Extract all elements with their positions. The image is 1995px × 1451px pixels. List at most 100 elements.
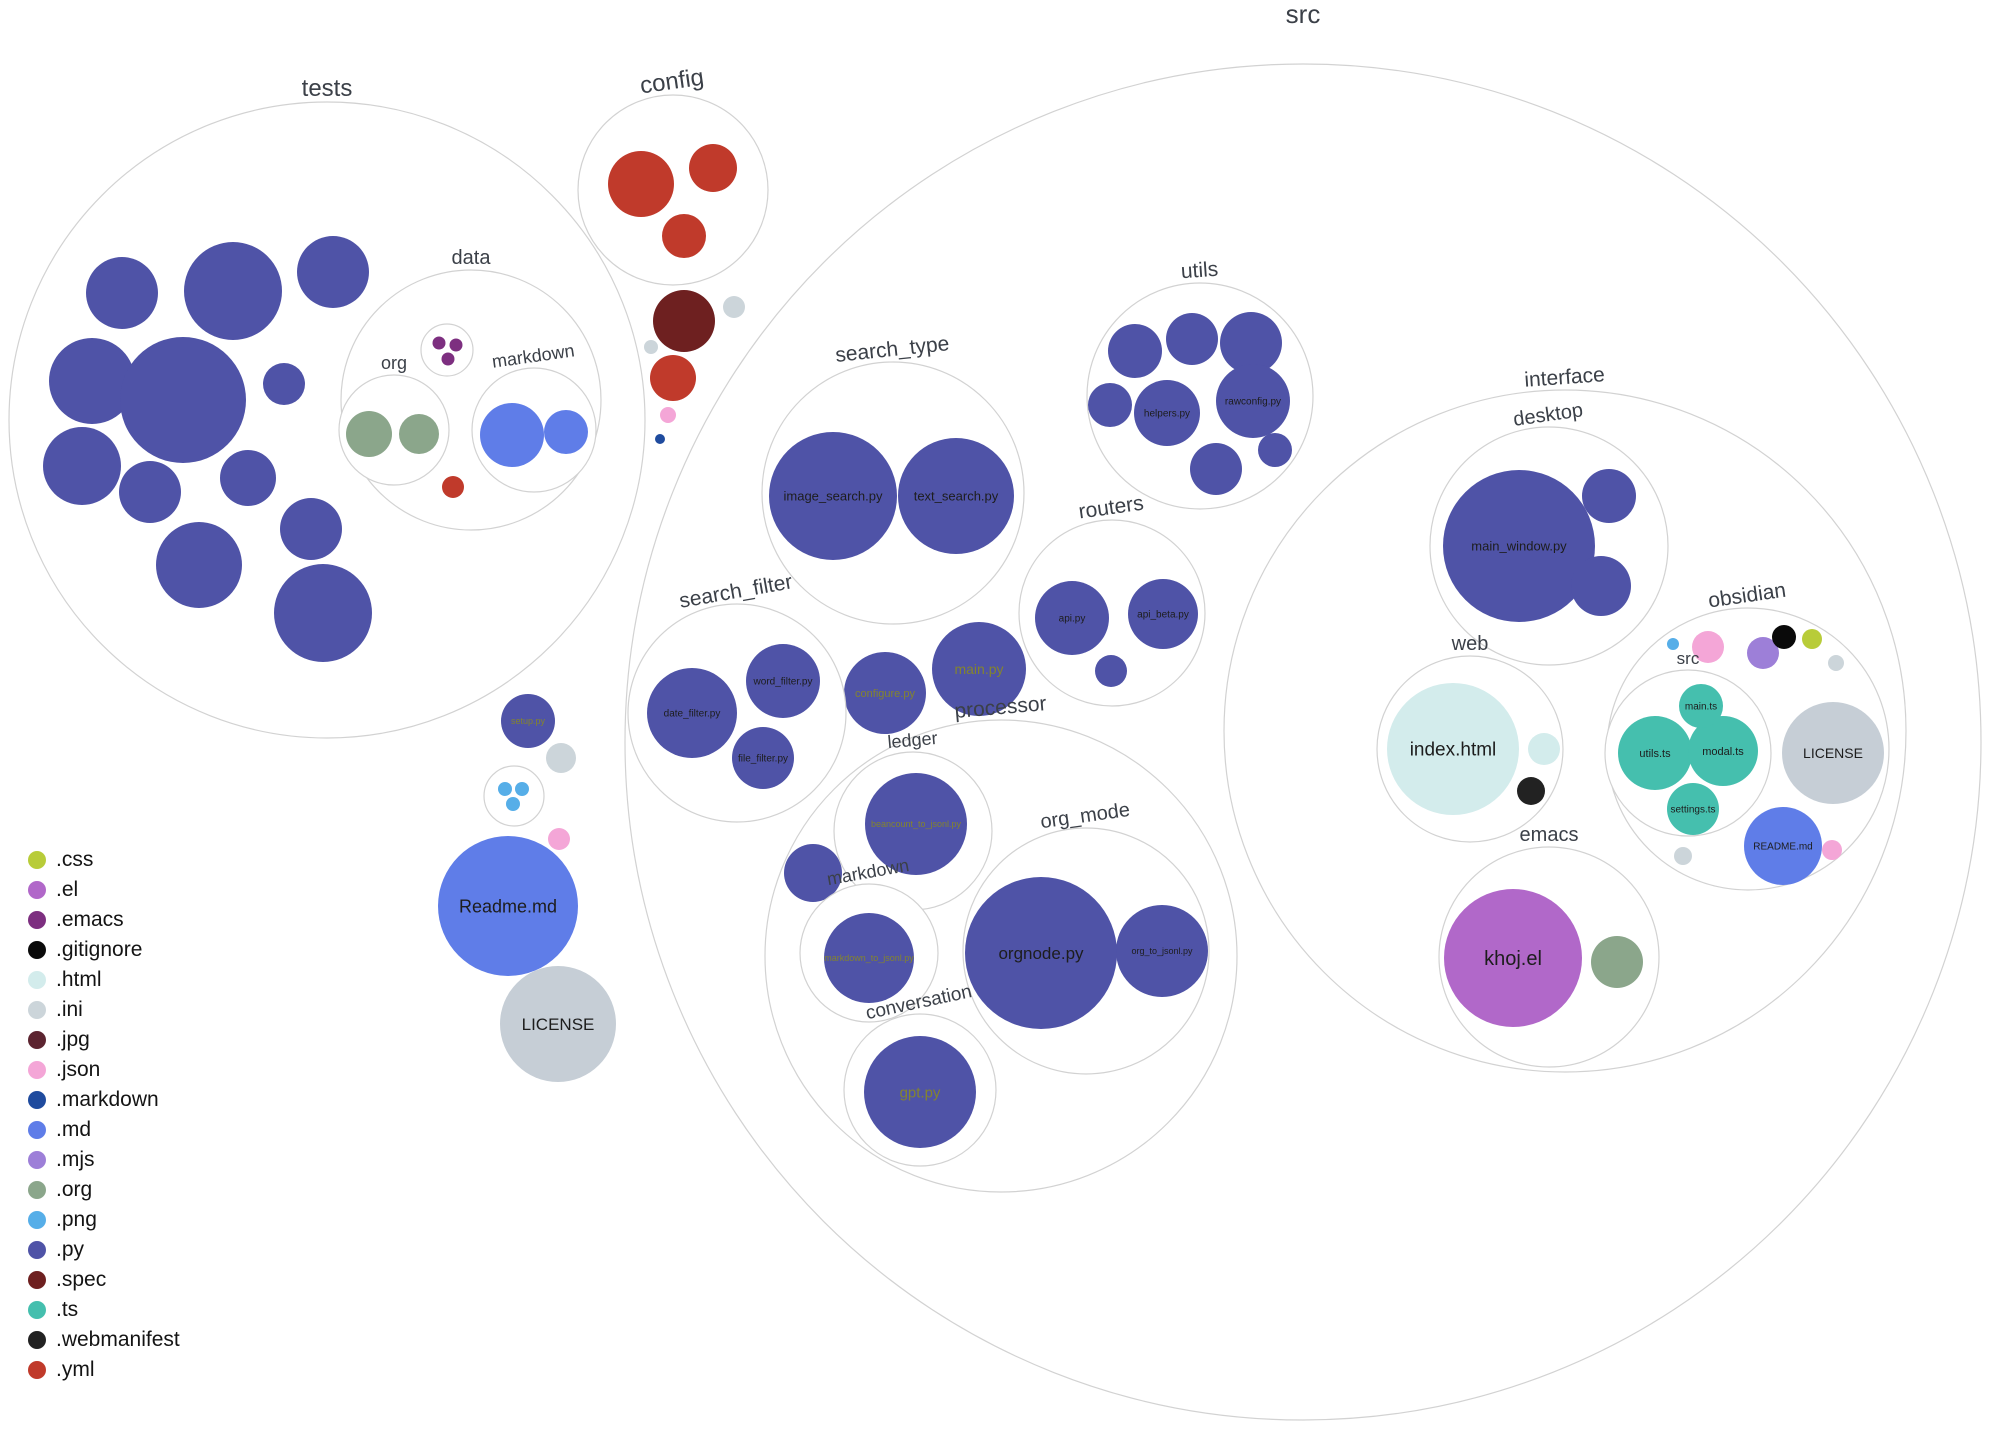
file-circle-.ini[interactable]: [644, 340, 658, 354]
legend-swatch-.css: [28, 851, 46, 869]
file-circle-.py[interactable]: [184, 242, 282, 340]
file-circle-.markdown[interactable]: [655, 434, 665, 444]
file-circle-.yml[interactable]: [442, 476, 464, 498]
file-circle-.py[interactable]: [280, 498, 342, 560]
legend-item-.png: .png: [28, 1205, 180, 1235]
file-circle-file_filter.py[interactable]: [732, 727, 794, 789]
file-circle-.org[interactable]: [1591, 936, 1643, 988]
file-circle-.ini[interactable]: [546, 743, 576, 773]
file-circle-setup.py[interactable]: [501, 694, 555, 748]
directory-circle-org[interactable]: [338, 374, 450, 486]
file-circle-text_search.py[interactable]: [898, 438, 1014, 554]
file-circle-configure.py[interactable]: [844, 652, 926, 734]
legend-swatch-.ts: [28, 1301, 46, 1319]
file-circle-.py[interactable]: [784, 844, 842, 902]
file-circle-.yml[interactable]: [689, 144, 737, 192]
file-circle-.emacs[interactable]: [441, 352, 455, 366]
file-circle-.ini[interactable]: [1674, 847, 1692, 865]
directory-circle-unnamed[interactable]: [420, 323, 474, 377]
file-circle-.spec[interactable]: [653, 290, 715, 352]
file-circle-.py[interactable]: [1190, 443, 1242, 495]
file-circle-.webmanifest[interactable]: [1517, 777, 1545, 805]
file-circle-api.py[interactable]: [1035, 581, 1109, 655]
file-circle-markdown_to_jsonl.py[interactable]: [824, 913, 914, 1003]
file-circle-.py[interactable]: [274, 564, 372, 662]
file-circle-.gitignore[interactable]: [1772, 625, 1796, 649]
file-circle-.css[interactable]: [1802, 629, 1822, 649]
file-circle-.py[interactable]: [43, 427, 121, 505]
file-circle-.py[interactable]: [297, 236, 369, 308]
directory-circle-unnamed[interactable]: [483, 765, 545, 827]
file-circle-.png[interactable]: [506, 797, 520, 811]
file-circle-.py[interactable]: [263, 363, 305, 405]
file-circle-.json[interactable]: [1692, 631, 1724, 663]
file-circle-main.py[interactable]: [932, 622, 1026, 716]
file-circle-Readme.md[interactable]: [438, 836, 578, 976]
file-circle-orgnode.py[interactable]: [965, 877, 1117, 1029]
file-circle-LICENSE[interactable]: [1782, 702, 1884, 804]
file-circle-.org[interactable]: [399, 414, 439, 454]
file-circle-LICENSE[interactable]: [500, 966, 616, 1082]
file-circle-rawconfig.py[interactable]: [1216, 364, 1290, 438]
file-circle-.json[interactable]: [548, 828, 570, 850]
file-circle-.py[interactable]: [119, 461, 181, 523]
file-circle-.py[interactable]: [49, 338, 135, 424]
file-circle-.md[interactable]: [480, 403, 544, 467]
legend-label-.webmanifest: .webmanifest: [56, 1328, 180, 1351]
file-circle-.py[interactable]: [120, 337, 246, 463]
file-circle-.json[interactable]: [660, 407, 676, 423]
file-circle-word_filter.py[interactable]: [746, 644, 820, 718]
legend-item-.spec: .spec: [28, 1265, 180, 1295]
file-circle-modal.ts[interactable]: [1688, 716, 1758, 786]
file-circle-.html[interactable]: [1528, 733, 1560, 765]
file-circle-.py[interactable]: [1258, 433, 1292, 467]
file-circle-index.html[interactable]: [1387, 683, 1519, 815]
file-circle-.py[interactable]: [1582, 469, 1636, 523]
file-circle-.ini[interactable]: [723, 296, 745, 318]
file-circle-.yml[interactable]: [662, 214, 706, 258]
file-circle-khoj.el[interactable]: [1444, 889, 1582, 1027]
file-circle-.ini[interactable]: [1828, 655, 1844, 671]
file-circle-gpt.py[interactable]: [864, 1036, 976, 1148]
file-circle-.py[interactable]: [1220, 312, 1282, 374]
file-circle-settings.ts[interactable]: [1667, 783, 1719, 835]
file-circle-.yml[interactable]: [608, 151, 674, 217]
file-circle-.py[interactable]: [86, 257, 158, 329]
file-label-rawconfig.py: rawconfig.py: [1225, 397, 1281, 408]
file-circle-utils.ts[interactable]: [1618, 716, 1692, 790]
file-circle-.py[interactable]: [1571, 556, 1631, 616]
legend-item-.emacs: .emacs: [28, 905, 180, 935]
file-circle-beancount_to_jsonl.py[interactable]: [865, 773, 967, 875]
legend-label-.emacs: .emacs: [56, 908, 124, 931]
file-circle-.org[interactable]: [346, 411, 392, 457]
file-circle-.json[interactable]: [1822, 840, 1842, 860]
file-circle-.emacs[interactable]: [432, 336, 446, 350]
legend-swatch-.el: [28, 881, 46, 899]
directory-circle-routers[interactable]: [1018, 519, 1206, 707]
legend-item-.css: .css: [28, 845, 180, 875]
file-circle-helpers.py[interactable]: [1134, 380, 1200, 446]
file-circle-.png[interactable]: [498, 782, 512, 796]
legend-label-.css: .css: [56, 848, 94, 871]
file-circle-image_search.py[interactable]: [769, 432, 897, 560]
file-circle-.emacs[interactable]: [449, 338, 463, 352]
file-circle-.py[interactable]: [156, 522, 242, 608]
file-circle-.py[interactable]: [1108, 324, 1162, 378]
file-circle-.yml[interactable]: [650, 355, 696, 401]
file-circle-api_beta.py[interactable]: [1128, 579, 1198, 649]
directory-circle-interface[interactable]: [1223, 389, 1907, 1073]
file-circle-.md[interactable]: [544, 410, 588, 454]
file-circle-README.md[interactable]: [1744, 807, 1822, 885]
file-circle-.png[interactable]: [515, 782, 529, 796]
file-circle-.png[interactable]: [1667, 638, 1679, 650]
file-circle-.py[interactable]: [220, 450, 276, 506]
file-circle-.mjs[interactable]: [1747, 637, 1779, 669]
file-circle-.py[interactable]: [1088, 383, 1132, 427]
file-circle-main_window.py[interactable]: [1443, 470, 1595, 622]
file-circle-.py[interactable]: [1095, 655, 1127, 687]
file-circle-main.ts[interactable]: [1679, 684, 1723, 728]
file-circle-date_filter.py[interactable]: [647, 668, 737, 758]
file-circle-org_to_jsonl.py[interactable]: [1116, 905, 1208, 997]
file-circle-.py[interactable]: [1166, 313, 1218, 365]
file-label-Readme.md: Readme.md: [459, 896, 557, 916]
